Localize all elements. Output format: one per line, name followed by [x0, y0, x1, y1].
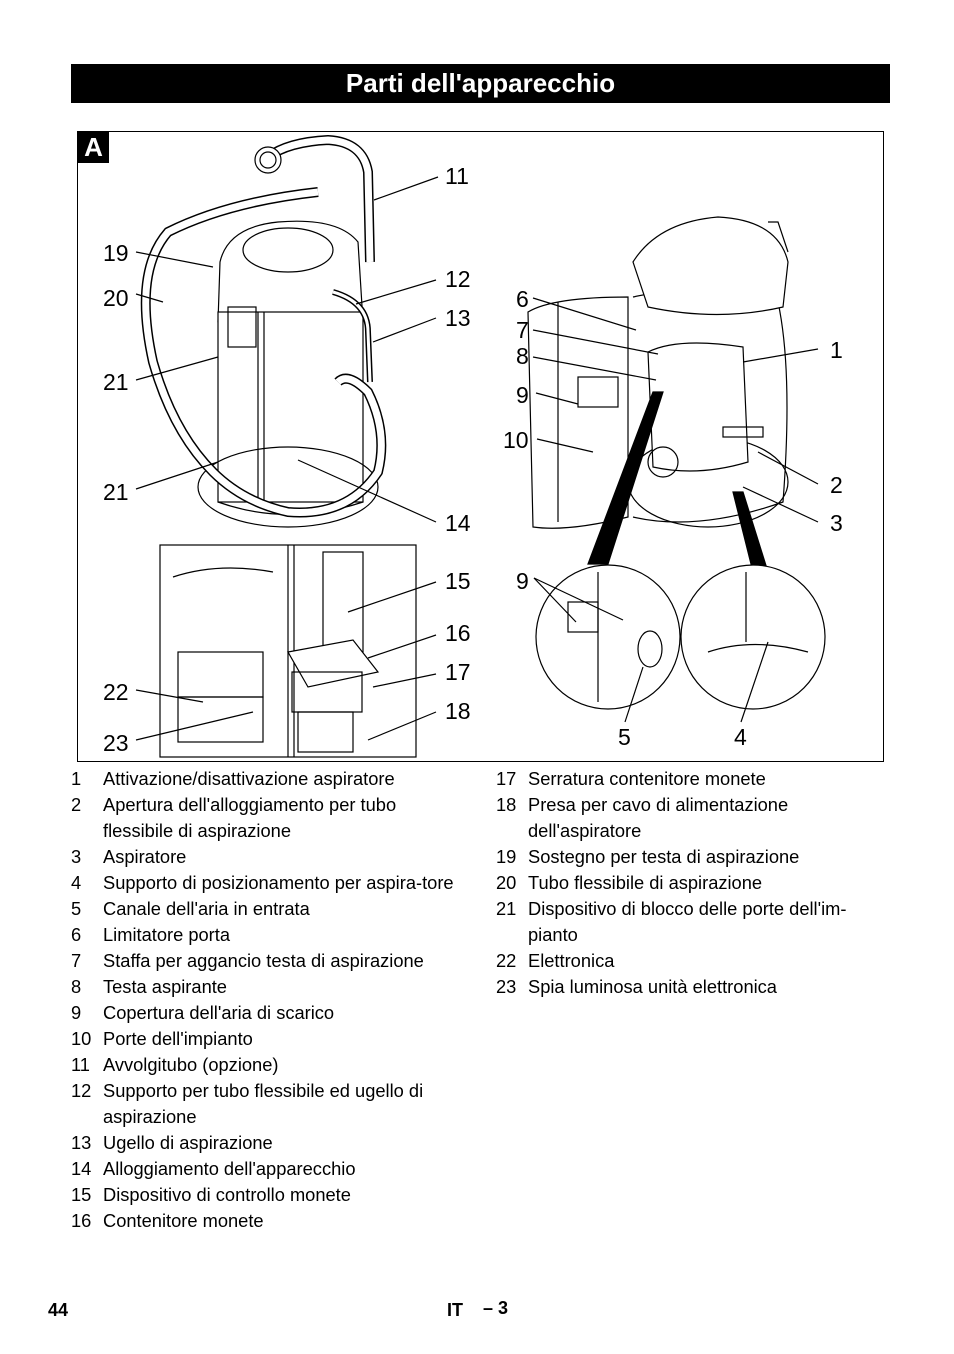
- callout-label: 3: [830, 510, 843, 536]
- figure-letter: A: [78, 132, 109, 163]
- callout-label: 2: [830, 472, 843, 498]
- callout-label: 7: [516, 317, 529, 343]
- callout-label: 10: [503, 427, 529, 453]
- callout-label: 20: [103, 285, 129, 311]
- callout-label: 1: [830, 337, 843, 363]
- page-ref: – 3: [483, 1298, 509, 1318]
- page-number: 44: [48, 1300, 69, 1320]
- callout-label: 22: [103, 679, 129, 705]
- callout-label: 12: [445, 266, 471, 292]
- callout-label: 5: [618, 724, 631, 750]
- callout-label: 13: [445, 305, 471, 331]
- callout-label: 18: [445, 698, 471, 724]
- callout-label: 14: [445, 510, 471, 536]
- callout-label: 17: [445, 659, 471, 685]
- callout-label: 8: [516, 343, 529, 369]
- page-title: Parti dell'apparecchio: [71, 64, 890, 103]
- callout-label: 21: [103, 479, 129, 505]
- callout-label: 6: [516, 286, 529, 312]
- callout-label: 16: [445, 620, 471, 646]
- callout-label: 9: [516, 568, 529, 594]
- callout-label: 11: [445, 163, 469, 189]
- language-code: IT: [447, 1300, 463, 1320]
- callout-label: 19: [103, 240, 129, 266]
- callout-label: 23: [103, 730, 129, 756]
- callout-label: 4: [734, 724, 747, 750]
- device-illustration: [135, 134, 826, 758]
- callout-label: 9: [516, 382, 529, 408]
- callout-label: 15: [445, 568, 471, 594]
- callout-label: 21: [103, 369, 129, 395]
- figure-a: A 1 2 3 4 5 6 7 8 9 10 11 12 13 14 15 16…: [77, 131, 884, 762]
